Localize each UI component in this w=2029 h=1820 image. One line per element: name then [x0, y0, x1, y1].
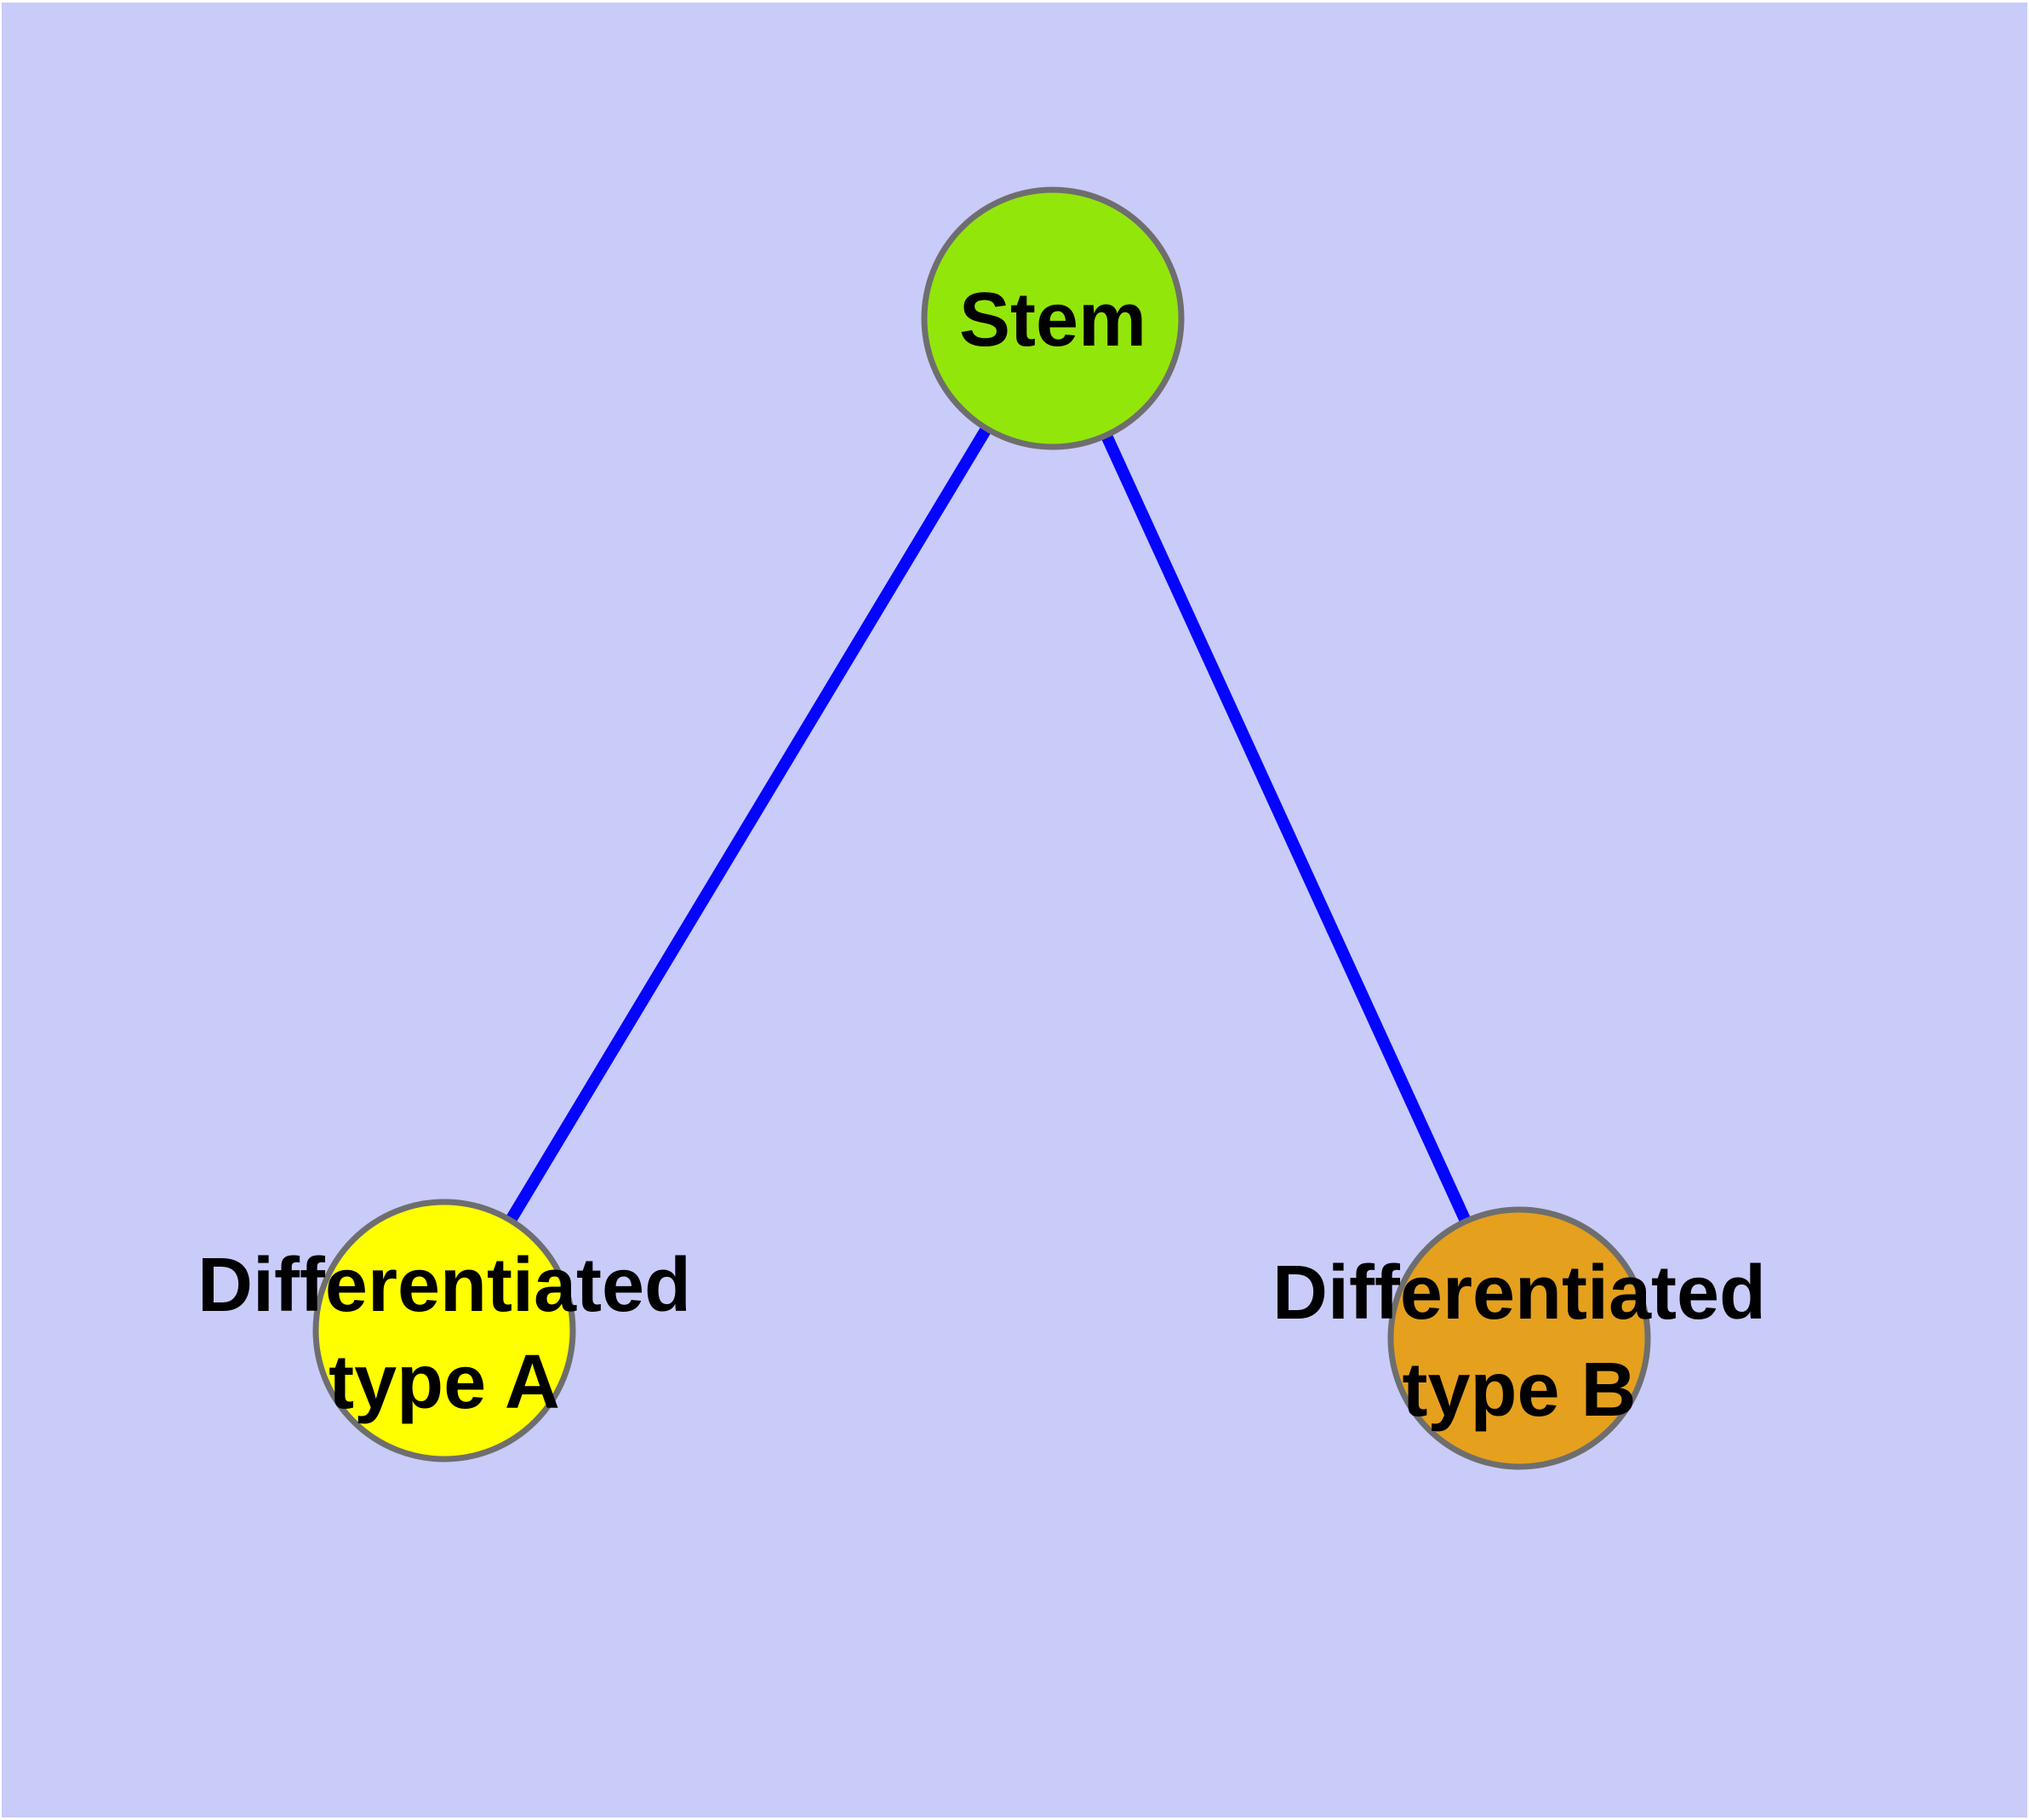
edge-layer	[439, 315, 1525, 1341]
stem-node[interactable]: Stem	[921, 186, 1185, 450]
diff-b-node-circle[interactable]	[1387, 1206, 1651, 1470]
edge-stem-to-diff-a[interactable]	[439, 315, 1058, 1334]
stem-node-circle[interactable]	[921, 186, 1185, 450]
edge-stem-to-diff-b[interactable]	[1047, 316, 1525, 1341]
diff-a-node-circle[interactable]	[312, 1199, 576, 1462]
